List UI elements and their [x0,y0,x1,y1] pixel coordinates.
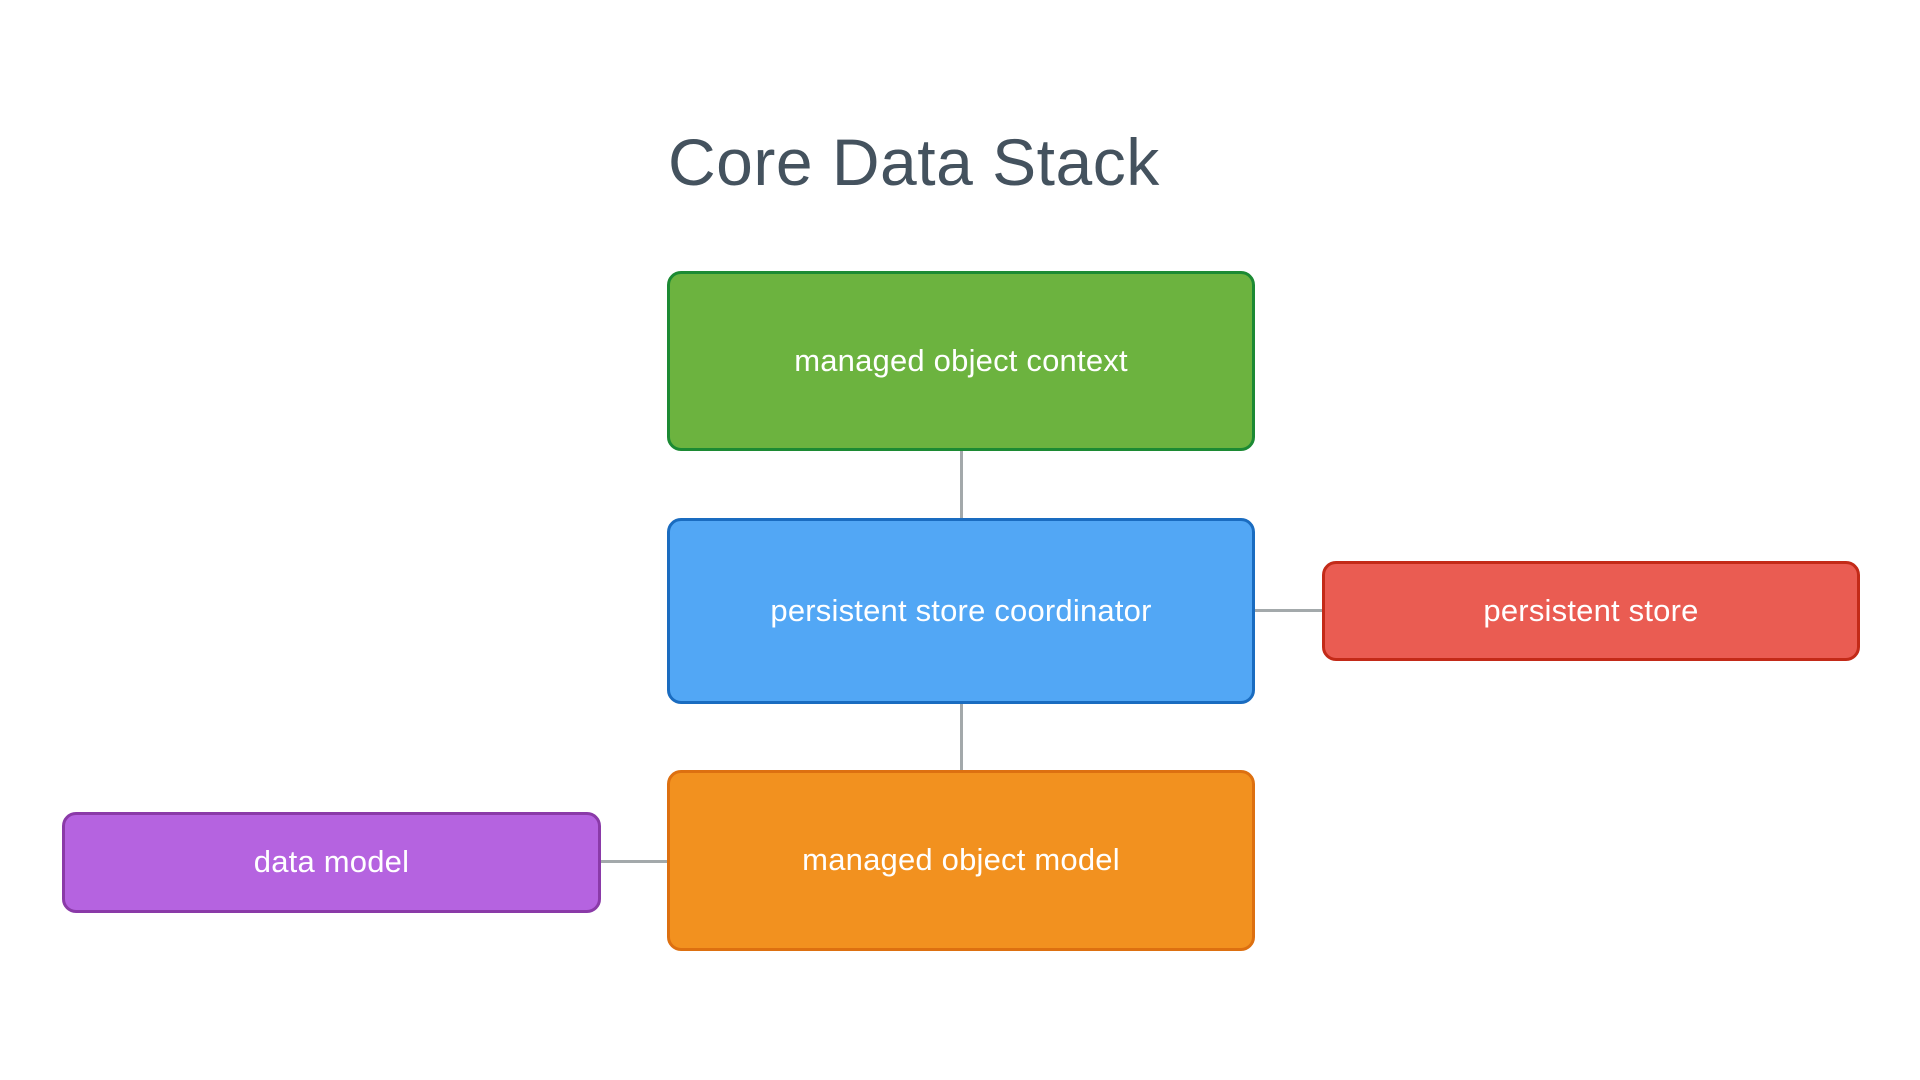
connector-psc-to-mom [960,702,963,772]
node-persistent-store-coordinator[interactable]: persistent store coordinator [667,518,1255,704]
node-label-managed-object-model: managed object model [802,842,1120,878]
node-managed-object-context[interactable]: managed object context [667,271,1255,451]
node-label-managed-object-context: managed object context [794,342,1128,378]
node-persistent-store[interactable]: persistent store [1322,561,1860,661]
page-title: Core Data Stack [668,125,1160,199]
connector-moc-to-psc [960,450,963,520]
node-managed-object-model[interactable]: managed object model [667,770,1255,951]
connector-data-model-to-mom [600,860,669,863]
node-label-persistent-store: persistent store [1483,592,1699,628]
node-label-data-model: data model [253,844,410,880]
connector-psc-to-persistent-store [1254,609,1324,612]
node-data-model[interactable]: data model [62,812,601,913]
node-label-persistent-store-coordinator: persistent store coordinator [770,592,1152,628]
